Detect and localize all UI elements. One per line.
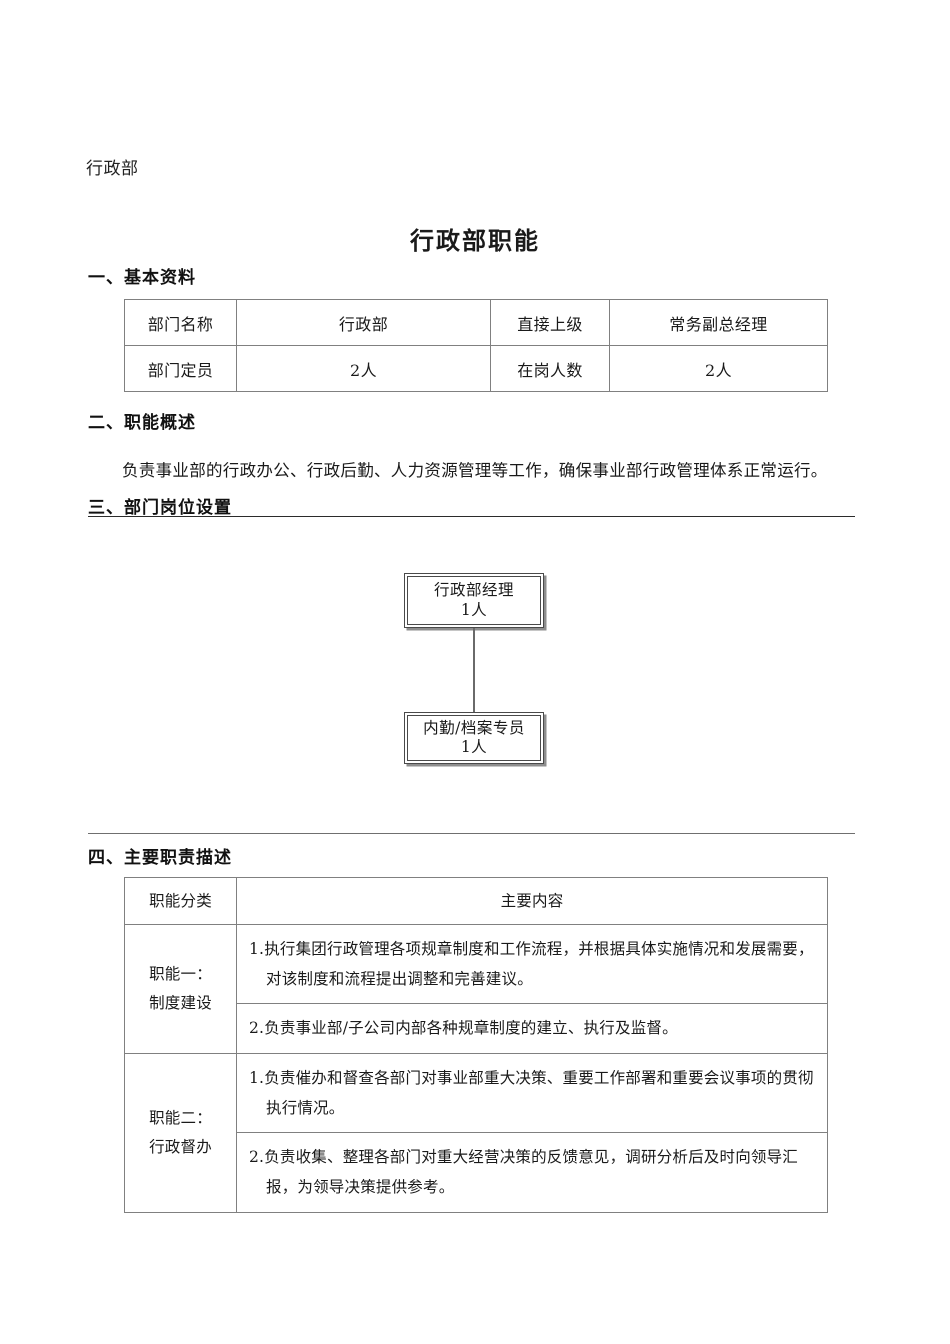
cell-label-department-name: 部门名称 [124,299,237,346]
duty-category-2-line1: 职能二： [149,1108,212,1127]
running-header: 行政部 [86,159,139,179]
cell-value-headcount-quota: 2人 [236,345,491,392]
table-row: 2.负责收集、整理各部门对重大经营决策的反馈意见，调研分析后及时向领导汇报，为领… [125,1132,828,1213]
duties-table: 职能分类 主要内容 职能一： 制度建设 1.执行集团行政管理各项规章制度和工作流… [124,877,828,1213]
cell-label-current-staff: 在岗人数 [490,345,610,392]
table-row: 部门定员 2人 在岗人数 2人 [124,345,828,392]
table-header-row: 职能分类 主要内容 [124,877,828,925]
cell-label-headcount-quota: 部门定员 [124,345,237,392]
duty-category-2-line2: 行政督办 [149,1137,212,1156]
section-divider-3 [88,516,855,517]
duty-item: 2.负责事业部/子公司内部各种规章制度的建立、执行及监督。 [236,1003,828,1054]
overview-paragraph: 负责事业部的行政办公、行政后勤、人力资源管理等工作，确保事业部行政管理体系正常运… [122,460,828,480]
section-number-2: 二、 [88,413,124,433]
section-number-3: 三、 [88,498,124,518]
org-node-headcount: 1人 [460,600,488,619]
duty-item-text: 1.执行集团行政管理各项规章制度和工作流程，并根据具体实施情况和发展需要，对该制… [249,940,814,989]
duty-item-text: 2.负责收集、整理各部门对重大经营决策的反馈意见，调研分析后及时向领导汇报，为领… [249,1148,798,1197]
org-chart: 行政部经理 1人 内勤/档案专员 1人 [0,560,950,790]
section-divider-4 [88,833,855,834]
duty-category-1-line2: 制度建设 [149,993,212,1012]
org-node-manager: 行政部经理 1人 [404,573,544,628]
duty-item-text: 1.负责催办和督查各部门对事业部重大决策、重要工作部署和重要会议事项的贯彻执行情… [249,1068,814,1117]
section-label-1: 基本资料 [124,268,196,288]
org-node-title: 行政部经理 [433,581,514,600]
section-heading-overview: 二、职能概述 [88,408,196,433]
section-label-3: 部门岗位设置 [124,498,232,518]
column-header-content: 主要内容 [236,877,828,925]
duty-item-text: 2.负责事业部/子公司内部各种规章制度的建立、执行及监督。 [249,1019,678,1038]
section-label-4: 主要职责描述 [124,848,232,868]
duty-category-1: 职能一： 制度建设 [124,924,237,1054]
section-heading-basic-info: 一、基本资料 [88,263,196,288]
table-row: 部门名称 行政部 直接上级 常务副总经理 [124,299,828,346]
duty-item: 2.负责收集、整理各部门对重大经营决策的反馈意见，调研分析后及时向领导汇报，为领… [236,1132,828,1213]
table-row: 职能一： 制度建设 1.执行集团行政管理各项规章制度和工作流程，并根据具体实施情… [124,923,828,1054]
section-heading-positions: 三、部门岗位设置 [88,493,232,518]
cell-label-direct-superior: 直接上级 [490,299,610,346]
duty-category-1-line1: 职能一： [149,965,212,984]
basic-info-table: 部门名称 行政部 直接上级 常务副总经理 部门定员 2人 在岗人数 2人 [124,299,828,392]
section-label-2: 职能概述 [124,413,196,433]
cell-value-direct-superior: 常务副总经理 [609,299,828,346]
org-connector-line [473,628,475,712]
duty-category-2: 职能二： 行政督办 [124,1052,237,1213]
section-number-1: 一、 [88,268,124,288]
cell-value-current-staff: 2人 [609,345,828,392]
column-header-category: 职能分类 [124,877,237,925]
page-title: 行政部职能 [410,226,540,256]
cell-value-department-name: 行政部 [236,299,491,346]
section-number-4: 四、 [88,848,124,868]
org-node-clerk: 内勤/档案专员 1人 [404,712,544,764]
org-node-title: 内勤/档案专员 [423,718,525,737]
table-row: 职能二： 行政督办 1.负责催办和督查各部门对事业部重大决策、重要工作部署和重要… [124,1052,828,1213]
table-row: 2.负责事业部/子公司内部各种规章制度的建立、执行及监督。 [125,1003,828,1054]
section-heading-duties: 四、主要职责描述 [88,843,232,868]
duty-item: 1.负责催办和督查各部门对事业部重大决策、重要工作部署和重要会议事项的贯彻执行情… [236,1052,828,1134]
org-node-headcount: 1人 [460,738,488,756]
duty-item: 1.执行集团行政管理各项规章制度和工作流程，并根据具体实施情况和发展需要，对该制… [236,923,828,1005]
